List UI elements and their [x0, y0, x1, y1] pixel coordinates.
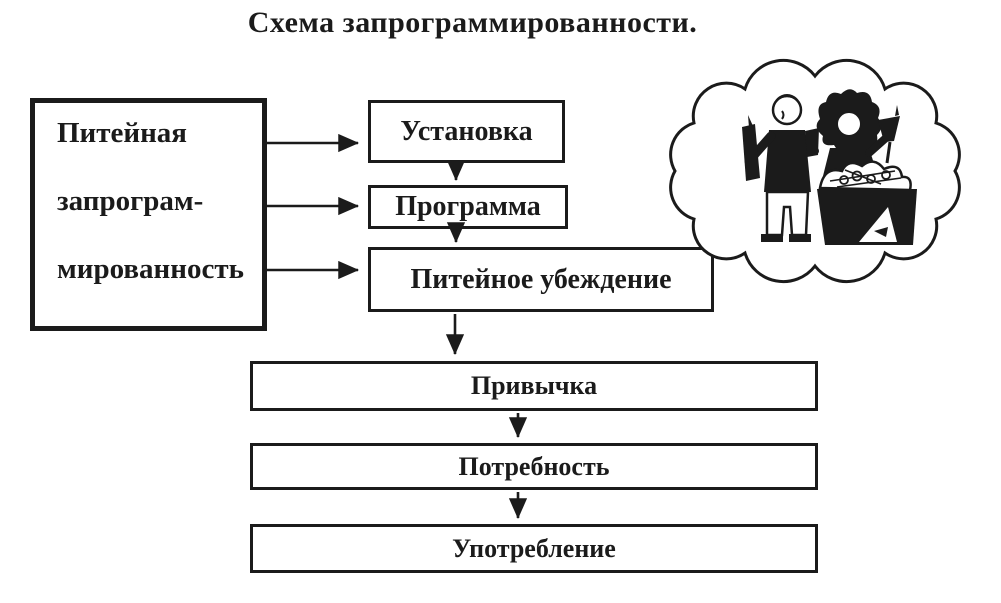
box-upotreblenie: Употребление: [250, 524, 818, 573]
box-piteynoe-ubezhdenie: Питейное убеждение: [368, 247, 714, 312]
man-with-bottle-icon: [742, 94, 819, 242]
table-with-food-icon: [817, 160, 917, 245]
box-privychka: Привычка: [250, 361, 818, 411]
source-box-line-2: запрограм-: [57, 185, 204, 217]
page-title: Схема запрограммированности.: [247, 6, 698, 39]
source-box-line-3: мированность: [57, 253, 244, 285]
source-box-line-1: Питейная: [57, 117, 187, 149]
box-drinking-programming: Питейная запрограм- мированность: [30, 98, 267, 331]
box-ustanovka: Установка: [368, 100, 565, 163]
box-potrebnost: Потребность: [250, 443, 818, 490]
woman-with-glass-icon: [816, 89, 900, 176]
box-programma: Программа: [368, 185, 568, 229]
